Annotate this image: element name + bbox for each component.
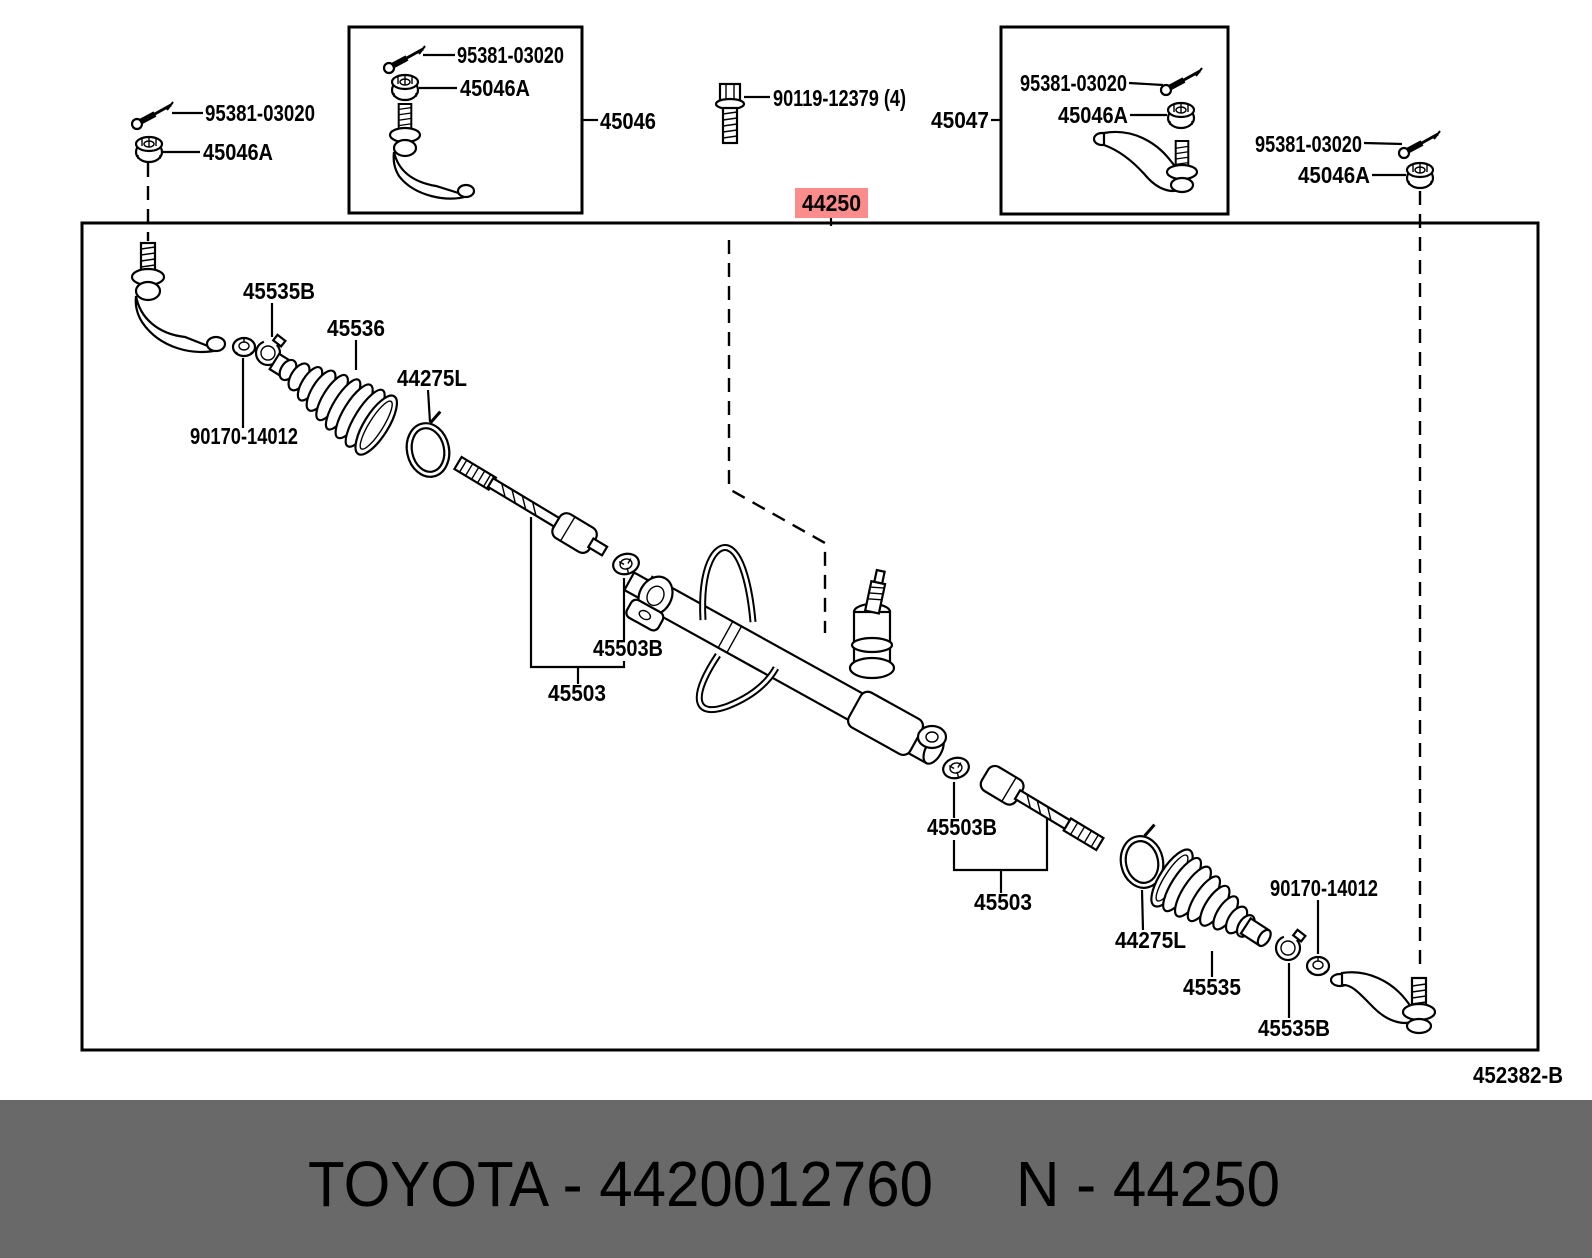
highlight-box[interactable] bbox=[795, 188, 868, 218]
inner-tie-rod-drawing bbox=[452, 455, 609, 557]
label-bolt: 90119-12379 (4) bbox=[773, 85, 906, 111]
claw-washer-icon bbox=[939, 753, 973, 783]
label-boot-left: 45536 bbox=[327, 315, 385, 341]
label-nut-top-right: 45046A bbox=[1298, 162, 1370, 188]
label-clamp-left: 45535B bbox=[243, 278, 315, 304]
label-44250[interactable]: 44250 bbox=[802, 190, 861, 216]
label-nut-box1: 45046A bbox=[460, 75, 530, 101]
rack-and-pinion-assembly-drawing bbox=[622, 544, 948, 765]
lock-nut-icon bbox=[1305, 955, 1331, 977]
diagram-border bbox=[80, 221, 1540, 1052]
tie-rod-end-drawing bbox=[130, 241, 227, 354]
label-45046-callout: 45046 bbox=[600, 108, 656, 134]
leader-line bbox=[1140, 889, 1145, 931]
label-washer-left: 45503B bbox=[593, 635, 663, 661]
lock-nut-icon bbox=[231, 336, 257, 358]
label-locknut-right: 90170-14012 bbox=[1270, 875, 1378, 901]
label-ring-right: 44275L bbox=[1115, 927, 1186, 953]
leader-line bbox=[1363, 141, 1403, 146]
footer-bar: TOYOTA - 4420012760 N - 44250 bbox=[0, 1100, 1592, 1258]
leader-line bbox=[1128, 81, 1164, 87]
footer-part-number: TOYOTA - 4420012760 bbox=[308, 1148, 933, 1220]
steering-boot-drawing bbox=[1150, 848, 1272, 948]
label-45047-callout: 45047 bbox=[931, 107, 989, 133]
steering-boot-drawing bbox=[268, 352, 398, 456]
label-nut-box2: 45046A bbox=[1058, 102, 1128, 128]
label-cotter-pin-top-right: 95381-03020 bbox=[1255, 131, 1362, 157]
leader-line bbox=[426, 389, 432, 423]
drawing-number: 452382-B bbox=[1473, 1062, 1563, 1088]
boot-clamp-icon bbox=[1274, 928, 1307, 962]
cotter-pin-icon bbox=[1161, 68, 1202, 95]
boot-clamp-ring-drawing bbox=[405, 410, 451, 478]
hex-bolt-icon bbox=[714, 82, 746, 145]
tie-rod-end-drawing bbox=[388, 103, 476, 200]
castle-nut-icon bbox=[134, 135, 164, 164]
label-nut-top-left: 45046A bbox=[203, 139, 273, 165]
label-ring-left: 44275L bbox=[397, 365, 467, 391]
tie-rod-end-drawing bbox=[1329, 971, 1437, 1035]
label-rod-left: 45503 bbox=[548, 680, 606, 706]
cotter-pin-icon bbox=[384, 46, 425, 73]
castle-nut-icon bbox=[1166, 101, 1196, 130]
highlighted-part-callout-44250[interactable]: 44250 bbox=[795, 188, 868, 218]
label-washer-right: 45503B bbox=[927, 814, 997, 840]
tie-rod-end-drawing bbox=[1092, 130, 1199, 194]
dashed-leader-line bbox=[727, 240, 827, 633]
label-cotter-pin-top-left: 95381-03020 bbox=[205, 100, 315, 126]
footer-reference-number: N - 44250 bbox=[1016, 1148, 1280, 1220]
cotter-pin-icon bbox=[132, 102, 173, 129]
boot-clamp-ring-drawing bbox=[1119, 823, 1165, 889]
castle-nut-icon bbox=[390, 73, 420, 102]
footer-background bbox=[0, 1100, 1592, 1258]
label-rod-right: 45503 bbox=[974, 889, 1032, 915]
inner-tie-rod-drawing bbox=[979, 764, 1105, 852]
label-cotter-pin-box2: 95381-03020 bbox=[1020, 70, 1127, 96]
label-clamp-right: 45535B bbox=[1258, 1015, 1330, 1041]
label-boot-right: 45535 bbox=[1183, 974, 1241, 1000]
cotter-pin-icon bbox=[1399, 131, 1440, 158]
label-cotter-pin-box1: 95381-03020 bbox=[457, 42, 564, 68]
castle-nut-icon bbox=[1405, 161, 1435, 190]
